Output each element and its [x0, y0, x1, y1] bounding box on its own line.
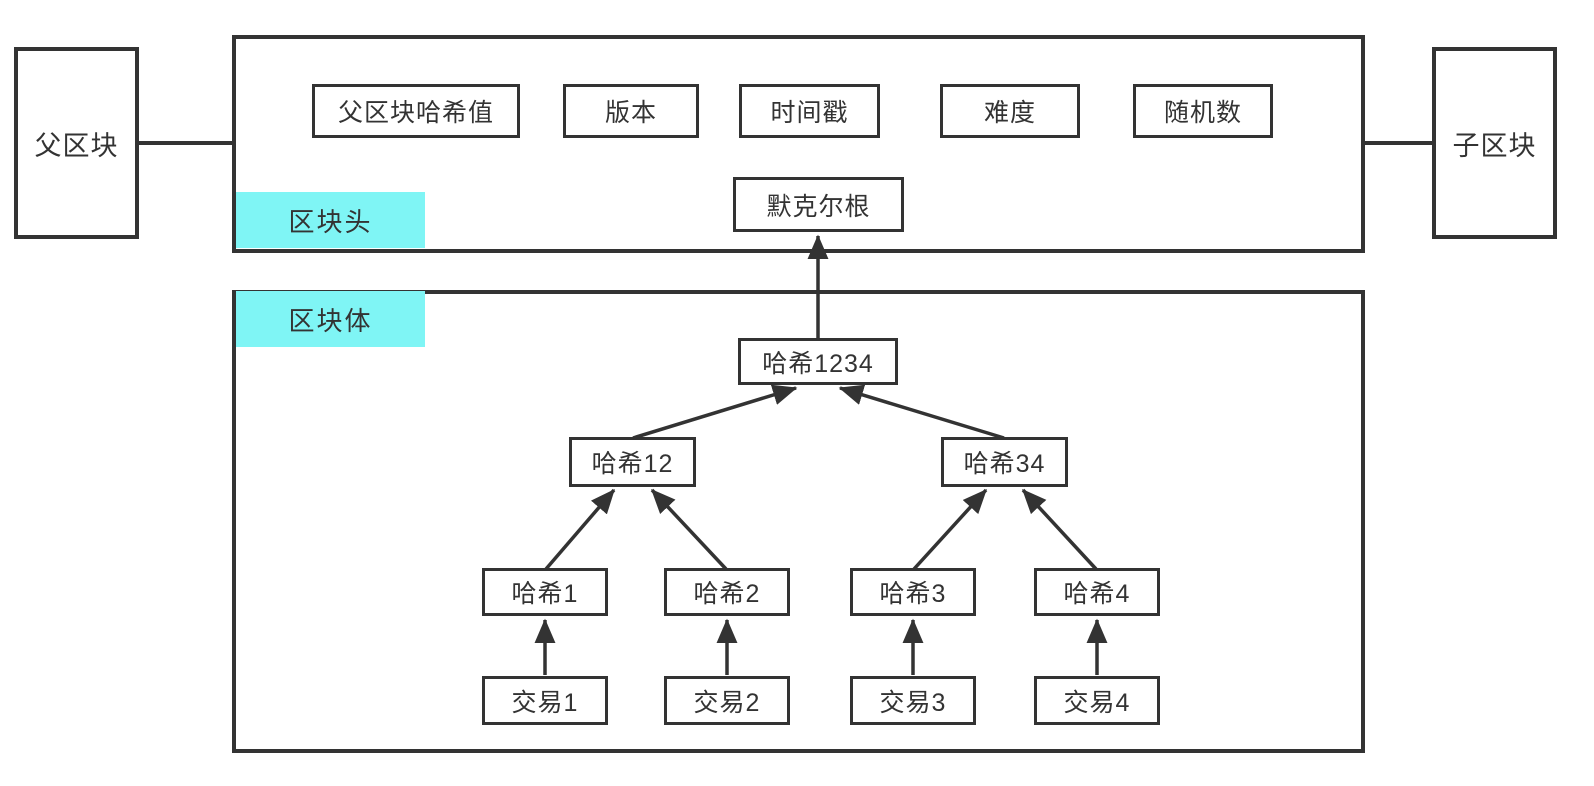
- tree-node-hash1: 哈希1: [482, 568, 608, 616]
- tree-node-hash2: 哈希2: [664, 568, 790, 616]
- parent-block-box: 父区块: [14, 47, 139, 239]
- field-difficulty-label: 难度: [983, 99, 1036, 127]
- field-difficulty: 难度: [940, 84, 1080, 138]
- tree-node-hash4-label: 哈希4: [1063, 580, 1131, 608]
- field-version: 版本: [563, 84, 699, 138]
- tree-node-hash34-label: 哈希34: [963, 450, 1046, 478]
- parent-block-label: 父区块: [34, 130, 119, 161]
- tree-node-hash4: 哈希4: [1034, 568, 1160, 616]
- tree-node-hash2-label: 哈希2: [693, 580, 761, 608]
- tree-node-hash12-label: 哈希12: [591, 450, 674, 478]
- field-version-label: 版本: [604, 99, 657, 127]
- field-nonce-label: 随机数: [1163, 99, 1242, 127]
- transaction-3-box: 交易3: [850, 676, 976, 725]
- tree-node-hash1234-label: 哈希1234: [762, 349, 874, 378]
- field-nonce: 随机数: [1133, 84, 1273, 138]
- tree-node-hash34: 哈希34: [941, 437, 1068, 487]
- transaction-2-box: 交易2: [664, 676, 790, 725]
- child-block-label: 子区块: [1452, 130, 1537, 161]
- tree-node-hash1-label: 哈希1: [511, 580, 579, 608]
- transaction-4-label: 交易4: [1063, 688, 1131, 717]
- field-timestamp: 时间戳: [739, 84, 880, 138]
- tree-node-hash12: 哈希12: [569, 437, 696, 487]
- transaction-2-label: 交易2: [693, 688, 761, 717]
- merkle-root-box: 默克尔根: [733, 177, 904, 232]
- transaction-1-label: 交易1: [511, 688, 579, 717]
- field-parent-block-hash: 父区块哈希值: [312, 84, 520, 138]
- child-block-box: 子区块: [1432, 47, 1557, 239]
- block-header-section-label: 区块头: [236, 192, 425, 248]
- transaction-1-box: 交易1: [482, 676, 608, 725]
- field-timestamp-label: 时间戳: [770, 99, 849, 127]
- tree-node-hash3-label: 哈希3: [879, 580, 947, 608]
- field-parent-block-hash-label: 父区块哈希值: [337, 99, 494, 127]
- merkle-root-label: 默克尔根: [766, 192, 871, 221]
- block-body-section-label: 区块体: [236, 291, 425, 347]
- tree-node-hash3: 哈希3: [850, 568, 976, 616]
- block-header-label-text: 区块头: [288, 206, 373, 237]
- tree-node-hash1234: 哈希1234: [738, 338, 898, 385]
- transaction-4-box: 交易4: [1034, 676, 1160, 725]
- block-body-label-text: 区块体: [288, 305, 373, 336]
- transaction-3-label: 交易3: [879, 688, 947, 717]
